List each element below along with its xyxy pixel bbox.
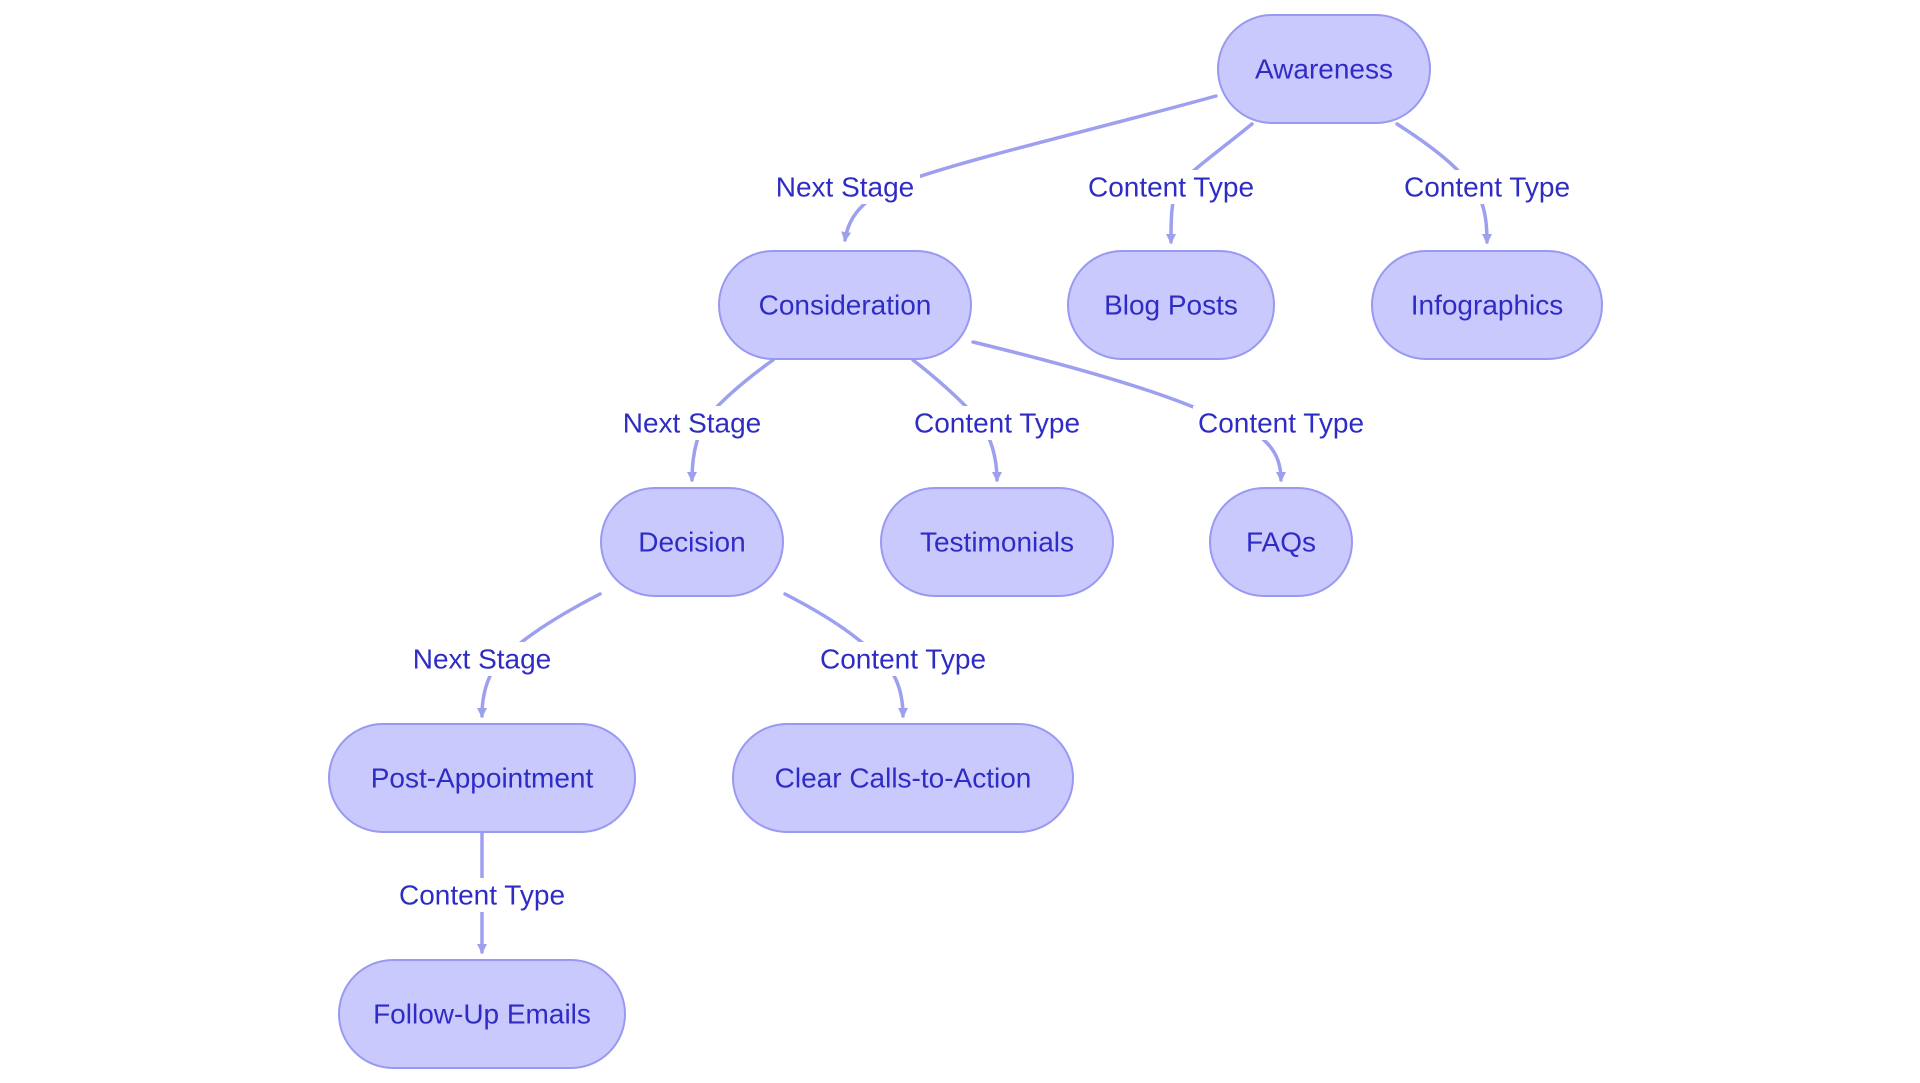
- node-label: Testimonials: [920, 527, 1074, 558]
- edge-line: [971, 340, 1286, 482]
- edge-awareness-to-infographics: Content Type: [1395, 122, 1575, 244]
- node-label: Awareness: [1255, 54, 1393, 85]
- edge-label-background: [394, 878, 570, 912]
- edge-label: Next Stage: [413, 644, 552, 675]
- edge-label: Content Type: [1404, 172, 1570, 203]
- edge-label-background: [770, 170, 920, 204]
- edge-label: Next Stage: [776, 172, 915, 203]
- edge-decision-to-post-appointment: Next Stage: [408, 592, 602, 718]
- node-shape: [1067, 250, 1275, 360]
- node-shape: [732, 723, 1074, 833]
- node-consideration: Consideration: [718, 250, 972, 360]
- edge-post-appointment-to-follow-up-emails: Content Type: [394, 830, 570, 954]
- node-label: Decision: [638, 527, 745, 558]
- edge-label: Content Type: [820, 644, 986, 675]
- node-follow-up-emails: Follow-Up Emails: [338, 959, 626, 1069]
- node-shape: [600, 487, 784, 597]
- edge-consideration-to-testimonials: Content Type: [909, 358, 1085, 482]
- node-label: Consideration: [759, 290, 932, 321]
- node-clear-calls-to-action: Clear Calls-to-Action: [732, 723, 1074, 833]
- node-infographics: Infographics: [1371, 250, 1603, 360]
- node-label: Post-Appointment: [371, 763, 594, 794]
- node-label: Infographics: [1411, 290, 1564, 321]
- node-shape: [1217, 14, 1431, 124]
- edge-label-background: [815, 642, 991, 676]
- edge-label-background: [1083, 170, 1259, 204]
- node-testimonials: Testimonials: [880, 487, 1114, 597]
- node-shape: [328, 723, 636, 833]
- node-label: Follow-Up Emails: [373, 999, 591, 1030]
- node-label: Clear Calls-to-Action: [775, 763, 1032, 794]
- edge-consideration-to-decision: Next Stage: [618, 358, 775, 482]
- node-decision: Decision: [600, 487, 784, 597]
- node-shape: [1209, 487, 1353, 597]
- edge-label-background: [1399, 170, 1575, 204]
- edge-awareness-to-consideration: Next Stage: [770, 94, 1218, 242]
- node-post-appointment: Post-Appointment: [328, 723, 636, 833]
- edge-label: Content Type: [399, 880, 565, 911]
- edge-label: Content Type: [914, 408, 1080, 439]
- edge-label: Content Type: [1198, 408, 1364, 439]
- edge-label-background: [909, 406, 1085, 440]
- edge-line: [841, 94, 1218, 242]
- node-shape: [1371, 250, 1603, 360]
- node-label: FAQs: [1246, 527, 1316, 558]
- edge-awareness-to-blog-posts: Content Type: [1083, 122, 1259, 244]
- edge-label-background: [1193, 406, 1369, 440]
- edge-decision-to-clear-calls-to-action: Content Type: [783, 592, 991, 718]
- edge-consideration-to-faqs: Content Type: [971, 340, 1369, 482]
- edge-label: Next Stage: [623, 408, 762, 439]
- node-shape: [880, 487, 1114, 597]
- node-label: Blog Posts: [1104, 290, 1238, 321]
- node-awareness: Awareness: [1217, 14, 1431, 124]
- node-shape: [338, 959, 626, 1069]
- edge-label-background: [618, 406, 766, 440]
- node-faqs: FAQs: [1209, 487, 1353, 597]
- edge-label: Content Type: [1088, 172, 1254, 203]
- node-shape: [718, 250, 972, 360]
- node-blog-posts: Blog Posts: [1067, 250, 1275, 360]
- edge-label-background: [408, 642, 556, 676]
